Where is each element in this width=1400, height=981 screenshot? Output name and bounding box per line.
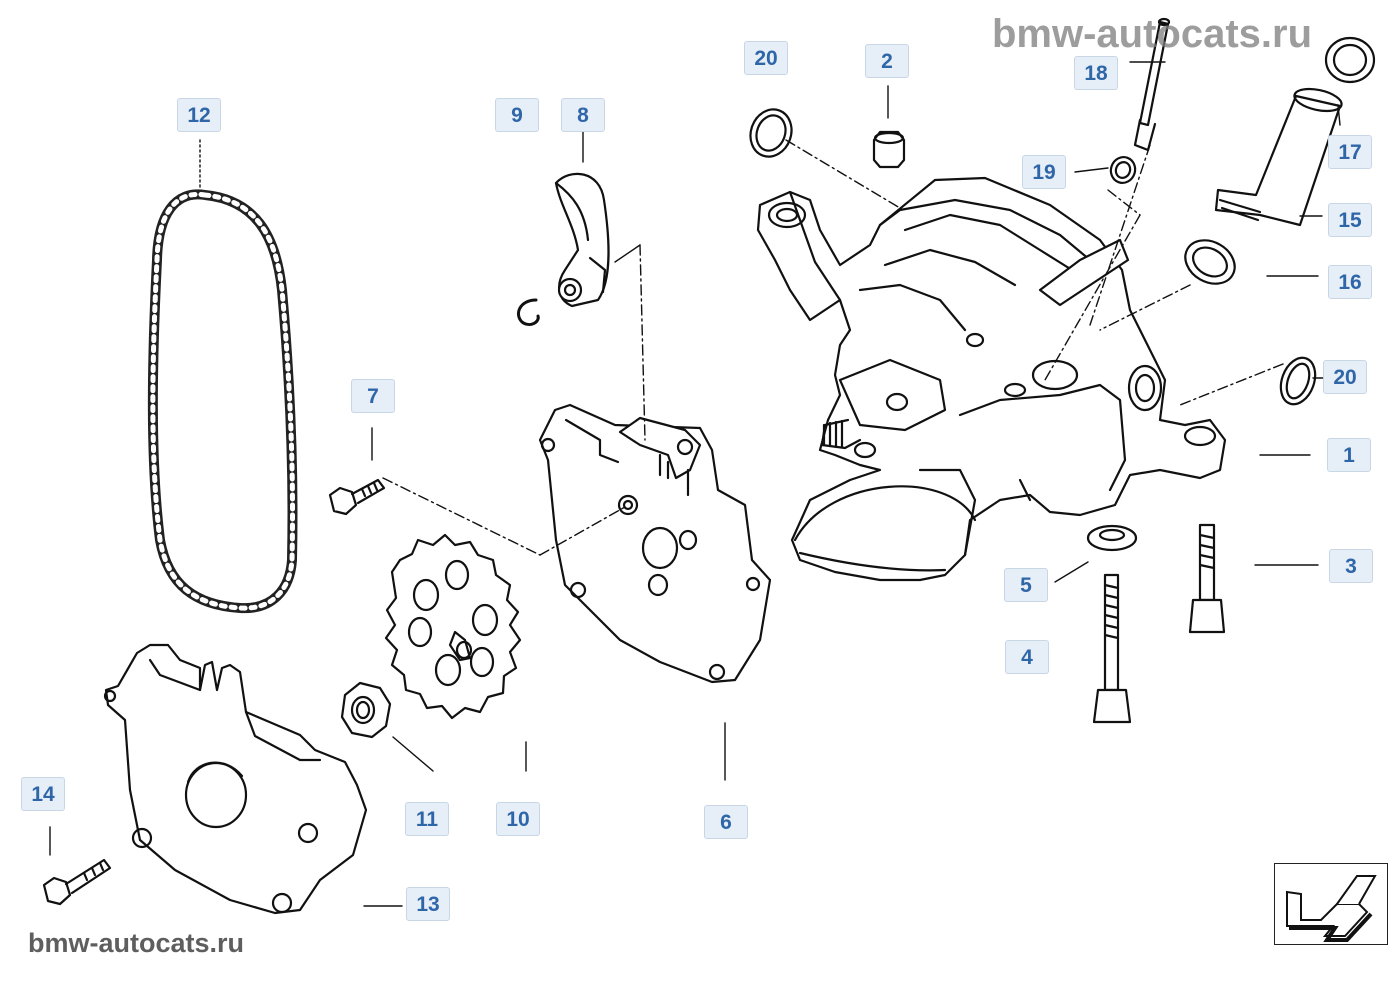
ring-17-part (1324, 36, 1376, 84)
callout-18[interactable]: 18 (1074, 56, 1118, 90)
o-ring-20-upper-part (749, 108, 793, 158)
callout-5[interactable]: 5 (1004, 568, 1048, 602)
back-navigation-button[interactable] (1274, 863, 1388, 945)
ring-16-part (1184, 239, 1236, 285)
callout-16[interactable]: 16 (1328, 265, 1372, 299)
callout-17[interactable]: 17 (1328, 135, 1372, 169)
callout-8[interactable]: 8 (561, 98, 605, 132)
watermark-top: bmw-autocats.ru (992, 12, 1313, 56)
callout-12[interactable]: 12 (177, 98, 221, 132)
bolt-4-part (1092, 573, 1132, 724)
pickup-pipe-part (1133, 17, 1171, 152)
callout-2[interactable]: 2 (865, 44, 909, 78)
o-ring-20-lower-part (1279, 356, 1317, 406)
oil-pump-body-part (756, 176, 1227, 582)
bolt-7-part (328, 478, 386, 516)
chain-cover-part (103, 643, 368, 915)
timing-chain-part (147, 189, 298, 614)
circlip-part (517, 298, 540, 326)
callout-20-upper[interactable]: 20 (744, 41, 788, 75)
watermark-bottom: bmw-autocats.ru (28, 928, 245, 958)
callout-14[interactable]: 14 (21, 777, 65, 811)
callout-7[interactable]: 7 (351, 379, 395, 413)
callout-4[interactable]: 4 (1005, 640, 1049, 674)
callout-6[interactable]: 6 (704, 805, 748, 839)
callout-20-lower[interactable]: 20 (1323, 360, 1367, 394)
washer-part (1086, 524, 1138, 552)
callout-19[interactable]: 19 (1022, 155, 1066, 189)
callout-10[interactable]: 10 (496, 802, 540, 836)
sleeve-part (872, 130, 906, 169)
o-ring-19-part (1109, 156, 1137, 184)
sprocket-part (384, 533, 522, 720)
callout-15[interactable]: 15 (1328, 203, 1372, 237)
callout-3[interactable]: 3 (1329, 549, 1373, 583)
arrow-back-down-left-icon (1286, 875, 1377, 942)
tube-part (1214, 87, 1343, 227)
nut-part (340, 681, 392, 739)
pump-cover-part (538, 403, 772, 684)
callout-1[interactable]: 1 (1327, 438, 1371, 472)
chain-guide-part (554, 172, 610, 308)
bolt-14-part (42, 858, 112, 906)
o-ring-20-upper-inner (755, 114, 787, 152)
callout-13[interactable]: 13 (406, 887, 450, 921)
o-ring-20-lower-inner (1285, 362, 1311, 400)
bolt-3-part (1188, 523, 1226, 634)
callout-11[interactable]: 11 (405, 802, 449, 836)
callout-9[interactable]: 9 (495, 98, 539, 132)
